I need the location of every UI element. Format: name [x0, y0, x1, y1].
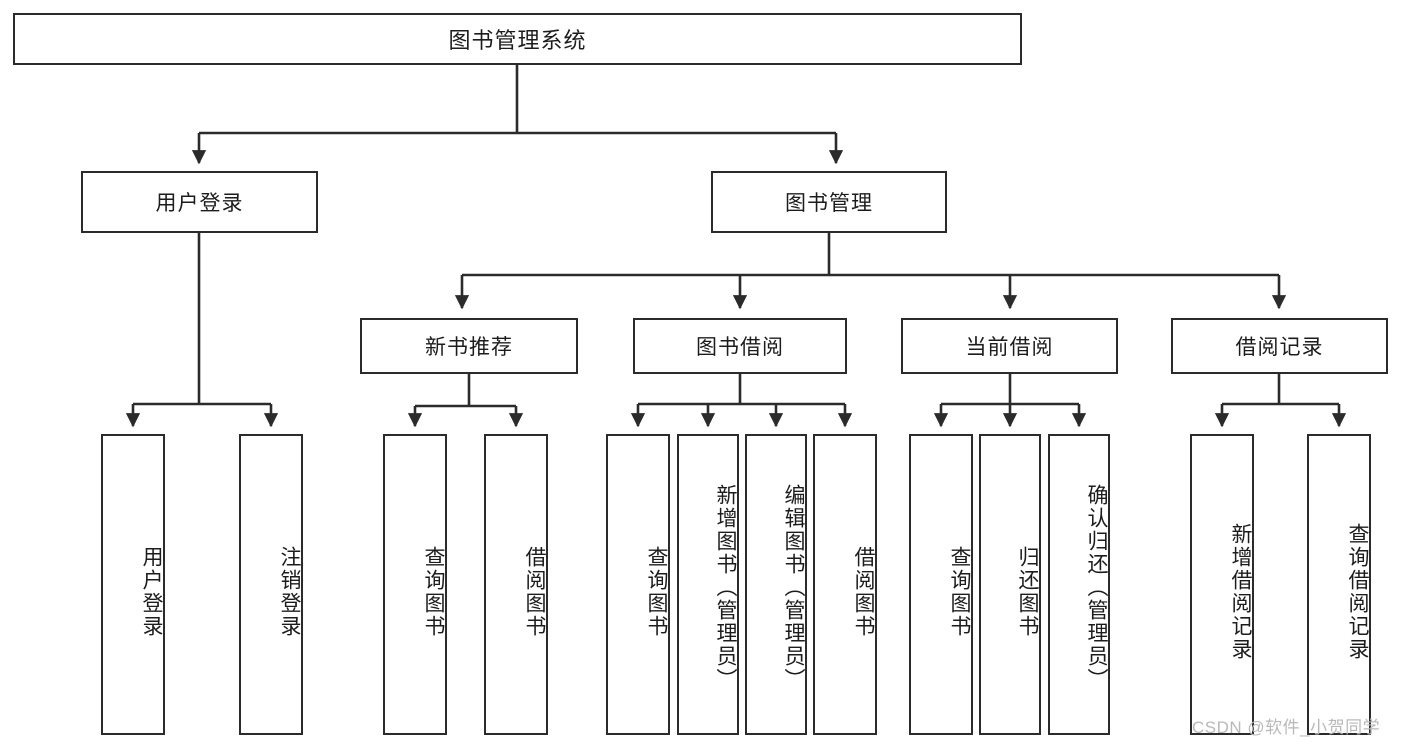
leaf-user-login-logout[interactable]: 注销登录	[239, 434, 303, 735]
leaf-label: 借阅图书	[852, 545, 875, 638]
leaf-label: 新增借阅记录	[1229, 522, 1252, 661]
leaf-label: 新增图书（管理员）	[714, 484, 737, 691]
leaf-current-borrow-query-books[interactable]: 查询图书	[909, 434, 973, 735]
node-new-book-recommend-label: 新书推荐	[425, 336, 513, 359]
leaf-label: 编辑图书（管理员）	[782, 484, 805, 691]
leaf-label: 确认归还（管理员）	[1085, 484, 1108, 691]
leaf-label: 查询图书	[422, 545, 445, 638]
leaf-label: 查询图书	[948, 545, 971, 638]
node-root-book-management-system[interactable]: 图书管理系统	[13, 13, 1022, 65]
node-book-management[interactable]: 图书管理	[711, 171, 947, 233]
leaf-label: 注销登录	[278, 545, 301, 638]
node-user-login[interactable]: 用户登录	[81, 171, 318, 233]
leaf-label: 查询借阅记录	[1346, 522, 1369, 661]
leaf-user-login-login[interactable]: 用户登录	[101, 434, 165, 735]
leaf-book-borrow-borrow-books[interactable]: 借阅图书	[813, 434, 877, 735]
leaf-book-borrow-edit-book-admin[interactable]: 编辑图书（管理员）	[745, 434, 807, 735]
leaf-borrow-record-query-record[interactable]: 查询借阅记录	[1307, 434, 1371, 735]
node-root-label: 图书管理系统	[448, 28, 587, 53]
leaf-current-borrow-return-books[interactable]: 归还图书	[979, 434, 1041, 735]
leaf-label: 归还图书	[1016, 545, 1039, 638]
leaf-book-borrow-query-books[interactable]: 查询图书	[606, 434, 670, 735]
leaf-current-borrow-confirm-return-admin[interactable]: 确认归还（管理员）	[1048, 434, 1110, 735]
leaf-new-book-query-books[interactable]: 查询图书	[383, 434, 447, 735]
node-current-borrow[interactable]: 当前借阅	[901, 318, 1118, 374]
node-book-borrow[interactable]: 图书借阅	[633, 318, 847, 374]
leaf-book-borrow-add-book-admin[interactable]: 新增图书（管理员）	[677, 434, 739, 735]
leaf-new-book-borrow-books[interactable]: 借阅图书	[484, 434, 548, 735]
leaf-label: 用户登录	[140, 545, 163, 638]
node-new-book-recommend[interactable]: 新书推荐	[360, 318, 578, 374]
leaf-borrow-record-add-record[interactable]: 新增借阅记录	[1190, 434, 1254, 735]
leaf-label: 查询图书	[645, 545, 668, 638]
csdn-watermark: CSDN @软件_小贺同学	[1192, 718, 1381, 737]
node-borrow-record[interactable]: 借阅记录	[1171, 318, 1388, 374]
node-book-management-label: 图书管理	[785, 192, 873, 215]
node-book-borrow-label: 图书借阅	[696, 336, 784, 359]
node-current-borrow-label: 当前借阅	[965, 336, 1054, 359]
leaf-label: 借阅图书	[523, 545, 546, 638]
node-user-login-label: 用户登录	[155, 192, 244, 215]
node-borrow-record-label: 借阅记录	[1235, 336, 1324, 359]
